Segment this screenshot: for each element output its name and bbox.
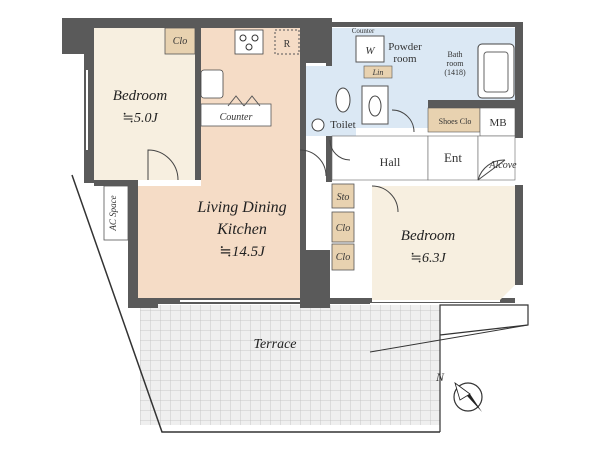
bathtub — [477, 43, 515, 99]
terrace-outer-line — [439, 304, 529, 432]
powder-door — [391, 109, 415, 133]
bedroom1-size: ≒5.0J — [122, 111, 158, 126]
terrace-floor — [140, 305, 440, 425]
kitchen-counter — [200, 103, 272, 127]
counter-top-label: Counter — [352, 27, 375, 35]
linen-shelf — [363, 65, 393, 79]
bedroom2-area — [372, 186, 515, 300]
shoes-closet — [427, 107, 481, 133]
closet-top — [164, 27, 196, 55]
bedroom1-name: Bedroom — [113, 88, 168, 104]
refrigerator-label: R — [284, 39, 291, 50]
burner-icon — [251, 34, 259, 42]
bedroom2-size: ≒6.3J — [410, 251, 446, 266]
bathtub-inner — [483, 51, 509, 93]
closet-a-label: Clo — [336, 223, 350, 234]
compass-north-label: N — [435, 370, 445, 384]
ac-space-label: AC Space — [108, 195, 118, 231]
ent-label: Ent — [444, 150, 462, 165]
terrace-label: Terrace — [253, 337, 296, 352]
ldk-name-line2: Kitchen — [216, 221, 267, 238]
kitchen-counter-label: Counter — [220, 112, 253, 123]
terrace-boundary — [71, 174, 440, 433]
basin-icon — [368, 95, 382, 117]
burner-icon — [245, 43, 253, 51]
ldk-name-line1: Living Dining — [196, 199, 286, 216]
toilet-door — [329, 139, 351, 161]
closet-top-label: Clo — [173, 36, 187, 47]
linen-label: Lin — [372, 68, 384, 77]
ac-space-area — [103, 185, 129, 241]
entrance-door-arc — [477, 159, 506, 181]
ldk-size: ≒14.5J — [219, 244, 266, 260]
mb-label: MB — [489, 117, 506, 129]
terrace-diagonal — [369, 324, 529, 353]
hall-label: Hall — [380, 155, 401, 169]
entrance-door-line — [477, 159, 506, 181]
kitchen-sink — [200, 69, 224, 99]
toilet-icon — [335, 87, 351, 113]
bath-label-line3: (1418) — [444, 68, 466, 77]
washbasin — [361, 85, 389, 125]
closet-a — [331, 211, 355, 243]
powder-room-label-line1: Powder — [388, 41, 422, 53]
alcove-area — [477, 135, 516, 181]
compass: N — [435, 370, 483, 412]
refrigerator-space — [274, 29, 300, 55]
alcove-label: Alcove — [488, 160, 517, 171]
toilet-label: Toilet — [330, 119, 356, 131]
hall-area — [331, 135, 429, 181]
ldk-door — [299, 149, 327, 177]
closet-b-label: Clo — [336, 252, 350, 263]
storage-label: Sto — [337, 192, 350, 203]
bedroom2-name: Bedroom — [401, 228, 456, 244]
toilet-paper-icon — [311, 118, 325, 132]
ent-area — [427, 135, 479, 181]
closet-b — [331, 243, 355, 271]
burner-icon — [239, 34, 247, 42]
bath-label-line1: Bath — [447, 50, 462, 59]
bath-label-line2: room — [447, 59, 465, 68]
washer-label: W — [365, 45, 375, 57]
washer-space — [355, 35, 385, 63]
outer-walls — [62, 18, 523, 308]
dining-chairs-icon — [227, 95, 261, 107]
powder-room-label-line2: room — [393, 53, 417, 65]
storage-sto — [331, 183, 355, 209]
bedroom1-door — [147, 149, 179, 181]
shoes-closet-label: Shoes Clo — [439, 117, 472, 126]
bedroom2-door — [371, 185, 399, 213]
